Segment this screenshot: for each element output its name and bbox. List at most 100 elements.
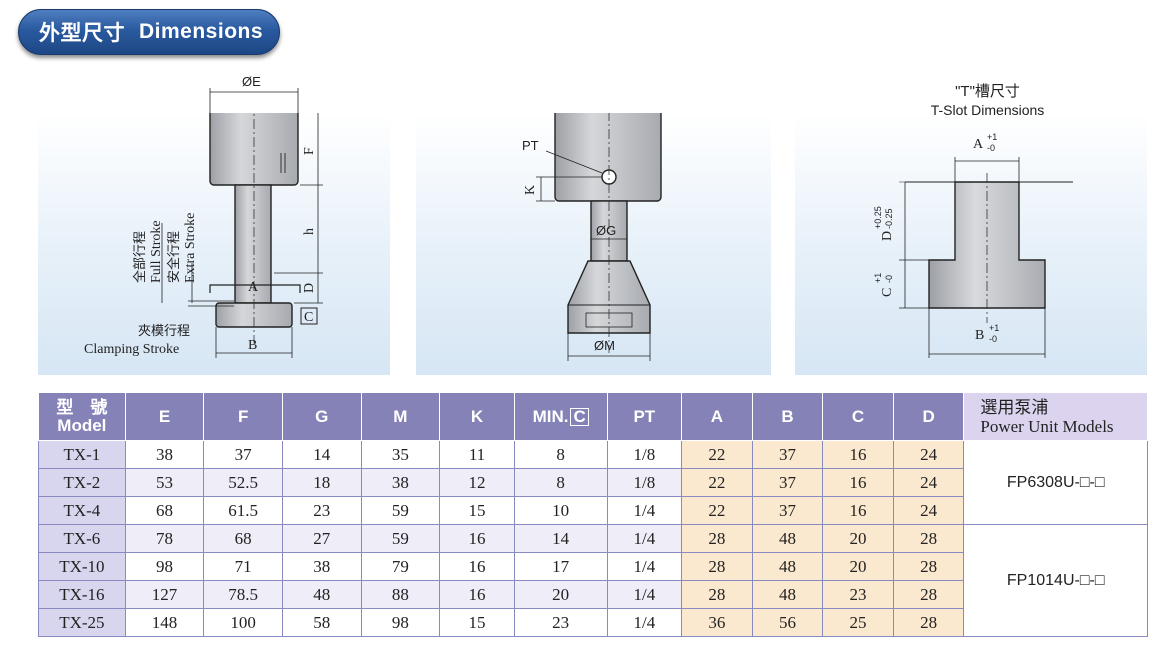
cell-m: 79 [360, 552, 441, 581]
cell-pt: 1/4 [606, 552, 683, 581]
col-c: C [822, 392, 894, 441]
clamping-stroke-zh: 夾模行程 [138, 323, 190, 338]
cell-min: 10 [513, 496, 608, 525]
col-e: E [124, 392, 205, 441]
cell-e: 68 [124, 496, 205, 525]
svg-text:-0: -0 [884, 275, 894, 283]
cell-slot-c: 16 [822, 468, 894, 497]
svg-text:-0: -0 [987, 143, 995, 153]
cell-m: 88 [360, 580, 441, 609]
dim-m-label: ØM [594, 338, 615, 353]
cell-e: 38 [124, 440, 205, 469]
cell-pt: 1/4 [606, 608, 683, 637]
dim-b-label: B [248, 338, 257, 353]
col-d: D [892, 392, 965, 441]
dim-c-label: C [304, 310, 313, 325]
panel-front-view: PT K ØG ØM [416, 113, 771, 375]
cell-slot-c: 20 [822, 552, 894, 581]
cell-slot-c: 23 [822, 580, 894, 609]
cell-slot-b: 48 [751, 524, 824, 553]
side-view-diagram: F h D C A B 全部行程 Full Stroke 安全行程 Extra … [84, 113, 323, 358]
cell-k: 16 [439, 552, 515, 581]
cell-m: 98 [360, 608, 441, 637]
dim-g-label: ØG [596, 223, 616, 238]
cell-slot-a: 22 [681, 468, 753, 497]
cell-e: 98 [124, 552, 205, 581]
svg-text:-0.25: -0.25 [884, 208, 894, 229]
cell-slot-d: 28 [892, 524, 965, 553]
cell-slot-a: 22 [681, 496, 753, 525]
cell-f: 78.5 [203, 580, 283, 609]
cell-m: 59 [360, 524, 441, 553]
cell-model: TX-16 [38, 580, 126, 609]
cell-e: 53 [124, 468, 205, 497]
cell-slot-b: 37 [751, 496, 824, 525]
panel-side-view: F h D C A B 全部行程 Full Stroke 安全行程 Extra … [38, 113, 390, 375]
cell-slot-d: 28 [892, 608, 965, 637]
cell-g: 18 [281, 468, 362, 497]
cell-slot-c: 20 [822, 524, 894, 553]
cell-min: 8 [513, 440, 608, 469]
cell-g: 27 [281, 524, 362, 553]
cell-f: 52.5 [203, 468, 283, 497]
svg-text:+1: +1 [873, 273, 883, 283]
clamping-stroke-en: Clamping Stroke [84, 342, 179, 357]
clamp-head-front [554, 113, 662, 202]
cell-k: 16 [439, 580, 515, 609]
cell-min: 23 [513, 608, 608, 637]
cell-power-unit: FP6308U-□-□ [963, 440, 1148, 525]
table-header-row: 型 號 Model E F G M K MIN.C PT A B C D 選用泵… [38, 392, 1148, 441]
cell-f: 37 [203, 440, 283, 469]
section-title-badge: 外型尺寸 Dimensions [18, 9, 280, 55]
svg-text:-0: -0 [989, 334, 997, 344]
dim-d-slot: D [880, 231, 895, 241]
col-f: F [203, 392, 283, 441]
cell-f: 100 [203, 608, 283, 637]
cell-power-unit: FP1014U-□-□ [963, 524, 1148, 637]
dim-e-annotation: ØE [209, 74, 299, 116]
cell-pt: 1/8 [606, 440, 683, 469]
title-en: Dimensions [139, 20, 264, 43]
dim-c-slot: C [880, 288, 895, 297]
pt-label: PT [522, 138, 539, 153]
cell-slot-c: 16 [822, 440, 894, 469]
col-power-unit: 選用泵浦 Power Unit Models [963, 392, 1148, 441]
cell-model: TX-1 [38, 440, 126, 469]
cell-m: 35 [360, 440, 441, 469]
cell-pt: 1/4 [606, 524, 683, 553]
col-a: A [681, 392, 753, 441]
full-stroke-en: Full Stroke [149, 220, 164, 283]
cell-g: 14 [281, 440, 362, 469]
col-k: K [439, 392, 515, 441]
dim-d-label: D [302, 283, 317, 293]
cell-slot-b: 48 [751, 580, 824, 609]
extra-stroke-zh: 安全行程 [166, 231, 181, 283]
dim-a-label: A [248, 280, 259, 295]
svg-text:+1: +1 [989, 323, 999, 333]
spec-table: 型 號 Model E F G M K MIN.C PT A B C D 選用泵… [38, 392, 1148, 637]
cell-min: 8 [513, 468, 608, 497]
cell-slot-d: 24 [892, 468, 965, 497]
cell-slot-d: 28 [892, 580, 965, 609]
cell-g: 23 [281, 496, 362, 525]
extra-stroke-en: Extra Stroke [183, 213, 198, 283]
cell-k: 15 [439, 496, 515, 525]
cell-slot-b: 56 [751, 608, 824, 637]
panel-t-slot: A +1 -0 D +0.25 -0.25 C +1 -0 B +1 -0 [795, 113, 1147, 375]
cell-model: TX-4 [38, 496, 126, 525]
dim-b-slot: B [975, 328, 984, 343]
cell-model: TX-10 [38, 552, 126, 581]
full-stroke-zh: 全部行程 [132, 231, 147, 283]
cell-min: 14 [513, 524, 608, 553]
cell-f: 61.5 [203, 496, 283, 525]
col-m: M [360, 392, 441, 441]
t-slot-title-zh: "T"槽尺寸 [955, 83, 1020, 100]
cell-slot-a: 28 [681, 552, 753, 581]
cell-g: 38 [281, 552, 362, 581]
k-label: K [523, 185, 538, 195]
